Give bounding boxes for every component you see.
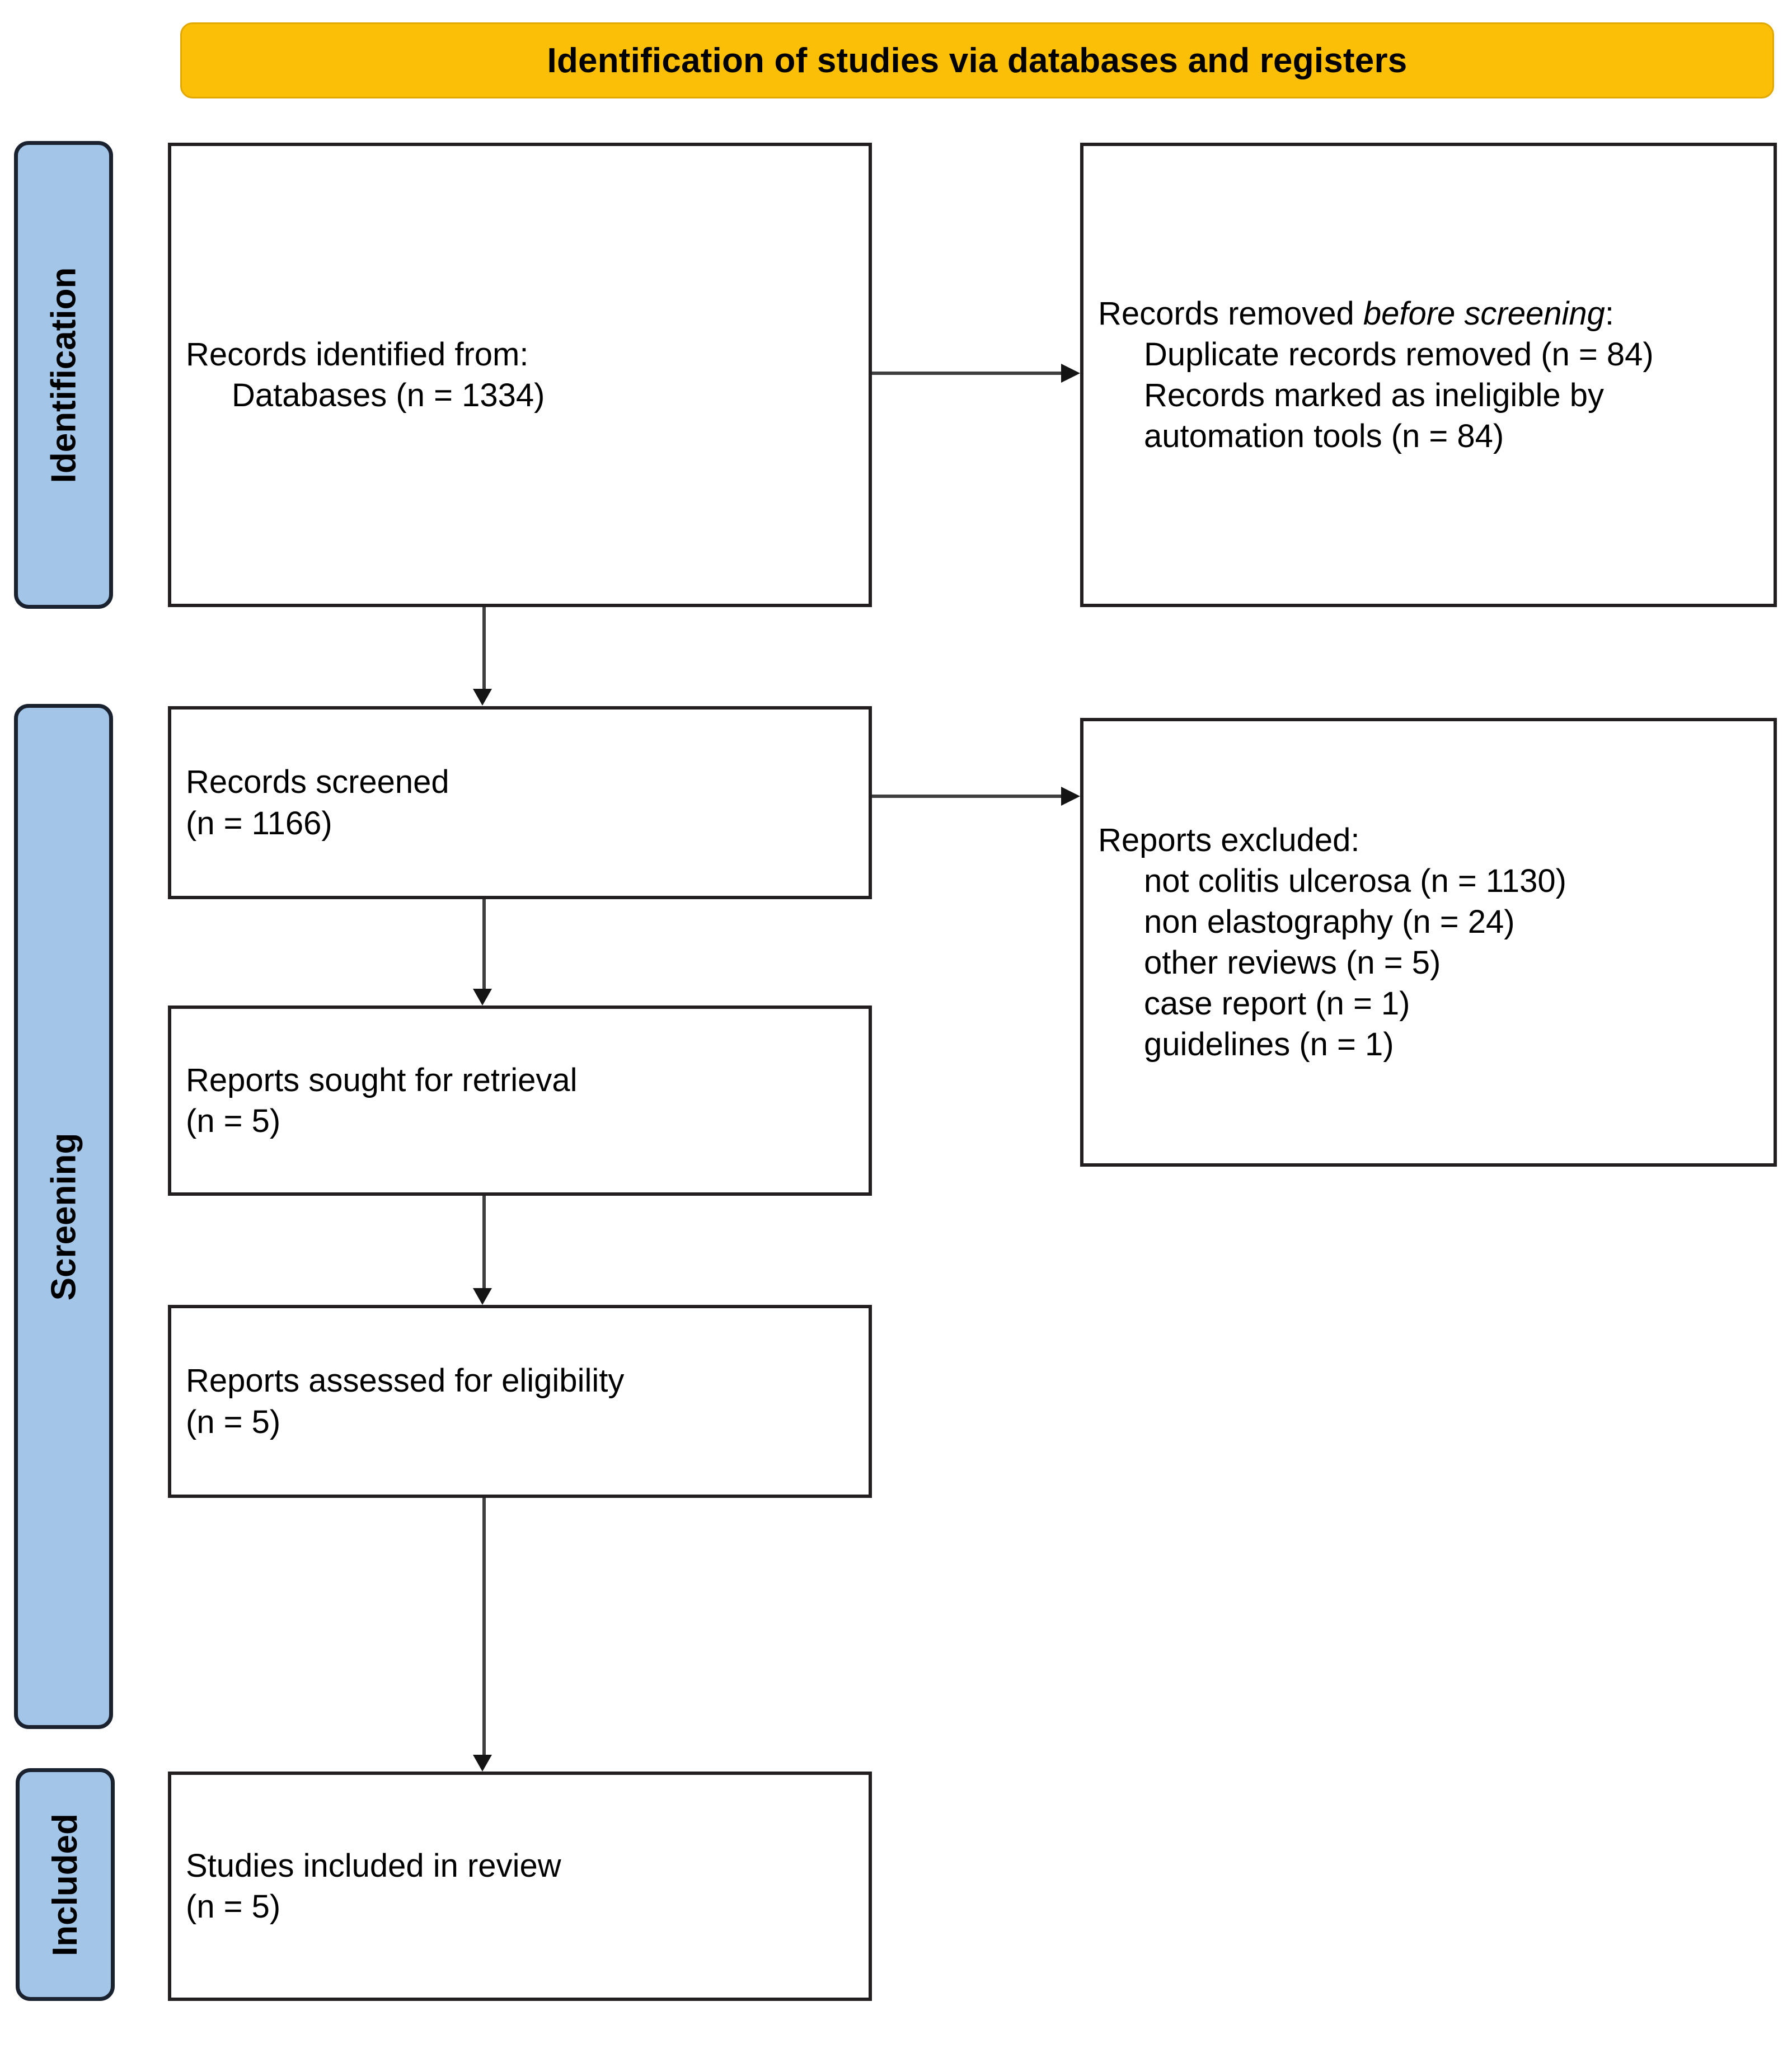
records-removed-heading: Records removed before screening: bbox=[1098, 293, 1759, 334]
records-removed-automation: Records marked as ineligible by automati… bbox=[1144, 377, 1605, 455]
node-reports-excluded: Reports excluded: not colitis ulcerosa (… bbox=[1080, 718, 1777, 1167]
node-reports-sought: Reports sought for retrieval (n = 5) bbox=[168, 1006, 872, 1196]
arrowhead-right-icon bbox=[1061, 787, 1080, 806]
node-records-identified: Records identified from: Databases (n = … bbox=[168, 143, 872, 607]
reports-sought-line1: Reports sought for retrieval bbox=[186, 1061, 578, 1098]
arrowhead-down-icon bbox=[473, 689, 492, 706]
reports-assessed-line2: (n = 5) bbox=[186, 1403, 281, 1440]
node-studies-included: Studies included in review (n = 5) bbox=[168, 1772, 872, 2001]
stage-tab-included: Included bbox=[16, 1768, 115, 2001]
reports-excluded-item: not colitis ulcerosa (n = 1130) bbox=[1144, 862, 1566, 899]
connector-identified-to-removed bbox=[872, 372, 1061, 375]
diagram-banner: Identification of studies via databases … bbox=[180, 22, 1774, 98]
connector-screened-to-sought bbox=[482, 899, 486, 989]
records-identified-line1: Records identified from: bbox=[186, 336, 529, 373]
records-identified-line2: Databases (n = 1334) bbox=[232, 377, 545, 414]
connector-sought-to-assessed bbox=[482, 1196, 486, 1288]
node-records-removed: Records removed before screening: Duplic… bbox=[1080, 143, 1777, 607]
reports-excluded-heading: Reports excluded: bbox=[1098, 821, 1360, 858]
reports-sought-line2: (n = 5) bbox=[186, 1103, 281, 1139]
records-removed-heading-a: Records removed bbox=[1098, 295, 1363, 332]
node-reports-assessed: Reports assessed for eligibility (n = 5) bbox=[168, 1305, 872, 1498]
arrowhead-down-icon bbox=[473, 1288, 492, 1305]
reports-excluded-item: other reviews (n = 5) bbox=[1144, 945, 1441, 981]
records-removed-duplicates: Duplicate records removed (n = 84) bbox=[1144, 336, 1654, 373]
banner-title: Identification of studies via databases … bbox=[547, 41, 1408, 80]
records-screened-line1: Records screened bbox=[186, 764, 449, 801]
records-removed-heading-em: before screening bbox=[1363, 295, 1605, 332]
stage-tab-screening: Screening bbox=[14, 704, 113, 1729]
reports-excluded-item: non elastography (n = 24) bbox=[1144, 903, 1515, 940]
arrowhead-right-icon bbox=[1061, 364, 1080, 383]
reports-excluded-item: case report (n = 1) bbox=[1144, 985, 1410, 1022]
reports-excluded-item: guidelines (n = 1) bbox=[1144, 1026, 1394, 1063]
studies-included-line1: Studies included in review bbox=[186, 1847, 561, 1884]
studies-included-line2: (n = 5) bbox=[186, 1888, 281, 1925]
records-removed-heading-c: : bbox=[1605, 295, 1615, 332]
arrowhead-down-icon bbox=[473, 989, 492, 1006]
stage-tab-screening-label: Screening bbox=[44, 1133, 83, 1300]
connector-identified-to-screened bbox=[482, 607, 486, 689]
stage-tab-identification-label: Identification bbox=[44, 267, 83, 483]
arrowhead-down-icon bbox=[473, 1755, 492, 1772]
stage-tab-included-label: Included bbox=[46, 1813, 85, 1956]
connector-assessed-to-included bbox=[482, 1498, 486, 1755]
reports-assessed-line1: Reports assessed for eligibility bbox=[186, 1362, 625, 1399]
stage-tab-identification: Identification bbox=[14, 141, 113, 609]
connector-screened-to-excluded bbox=[872, 795, 1061, 798]
node-records-screened: Records screened (n = 1166) bbox=[168, 706, 872, 899]
records-screened-line2: (n = 1166) bbox=[186, 805, 332, 842]
